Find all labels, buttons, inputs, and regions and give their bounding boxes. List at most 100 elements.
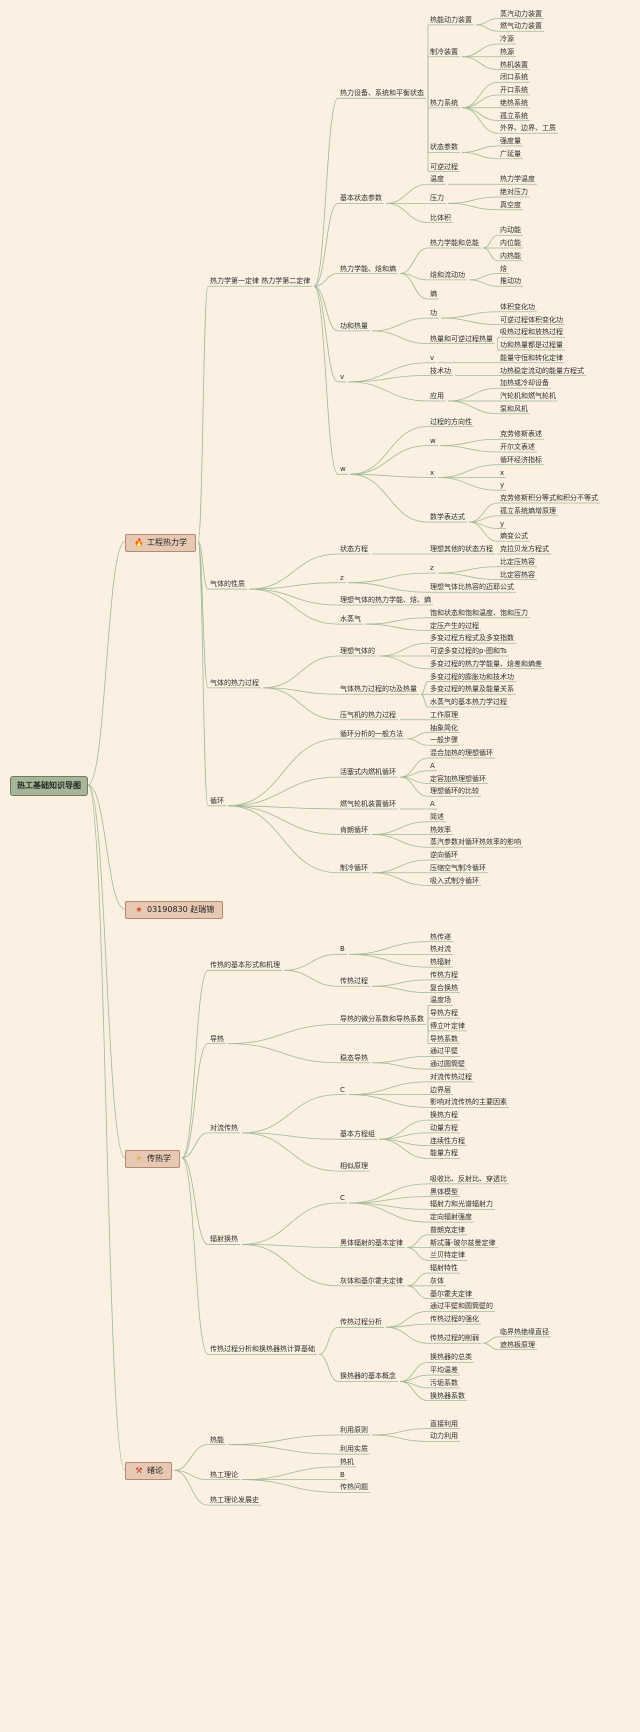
node-main-0-children-0-children-0-children-1-children-0: 冷源 xyxy=(500,35,514,43)
link-main-0-children-0-children-5-children-0 xyxy=(349,426,429,475)
link-main-2-children-4-children-1 xyxy=(318,1353,339,1382)
link-main-0-children-0-children-2-children-0-children-0 xyxy=(482,234,499,249)
link-main-0-children-2-children-0 xyxy=(262,655,339,689)
node-main-0-children-2-children-2-children-0: 工作原理 xyxy=(430,710,458,719)
link-main-0-children-0-children-1-children-2 xyxy=(385,202,429,223)
link-main-3-children-1-children-0 xyxy=(241,1466,339,1481)
link-main-3-children-0 xyxy=(173,1444,209,1471)
link-main-2-children-4-children-0-children-1 xyxy=(385,1323,429,1328)
node-main-2-children-2-children-1: 基本方程组 xyxy=(340,1130,375,1139)
link-main-0-children-1-children-1-children-0 xyxy=(347,572,429,584)
link-main-0-children-1-children-0 xyxy=(248,553,339,590)
node-main-0-children-3: 循环 xyxy=(210,796,224,805)
link-main-0-children-0-children-0-children-2-children-0 xyxy=(461,81,499,109)
node-main-0-children-0-children-5-children-3-children-3: 熵变公式 xyxy=(500,532,528,541)
link-main-2-children-0 xyxy=(181,969,209,1159)
link-main-3-children-0-children-0 xyxy=(227,1434,339,1445)
link-main-0-children-1-children-1-children-1 xyxy=(347,582,429,593)
link-main-2-children-4-children-0-children-2 xyxy=(385,1326,429,1344)
node-main-0-children-0-children-2: 热力学能、焓和熵 xyxy=(340,264,396,273)
node-main-0-children-1: 气体的性质 xyxy=(210,580,245,589)
link-main-0-children-0-children-1-children-1-children-0 xyxy=(447,196,499,204)
sun-icon: ☀ xyxy=(135,1153,143,1163)
link-main-0-children-3-children-0-children-1 xyxy=(406,738,429,746)
link-main-0-children-3-children-4-children-2 xyxy=(371,872,429,886)
main-branch-3[interactable]: ⚒绪论 xyxy=(125,1462,172,1481)
node-main-3-children-0-children-0-children-1: 动力利用 xyxy=(430,1432,458,1441)
link-main-0-children-0-children-0-children-3-children-0 xyxy=(461,145,499,153)
link-main-0-children-0-children-2-children-1-children-0 xyxy=(468,273,499,281)
node-main-2-children-3-children-0-children-3: 定向辐射强度 xyxy=(430,1213,472,1222)
link-main-3-children-0-children-0-children-1 xyxy=(371,1434,429,1442)
link-main-0-children-2-children-0-children-2 xyxy=(378,655,429,670)
link-main-0-children-2-children-1 xyxy=(262,687,339,695)
main-branch-1[interactable]: ★03190830 赵瑞锦 xyxy=(125,901,224,920)
node-main-0-children-0-children-4-children-2-children-0: 加热或冷却设备 xyxy=(500,379,549,388)
node-main-2-children-0-children-1-children-1: 复合换热 xyxy=(430,983,458,992)
node-main-2-children-2: 对流传热 xyxy=(210,1123,238,1132)
node-main-0-children-0-children-4-children-2: 应用 xyxy=(430,392,444,400)
link-main-0-children-2-children-1-children-2 xyxy=(420,693,429,708)
link-main-2-children-2-children-0 xyxy=(241,1094,339,1134)
main-branch-0[interactable]: 🔥工程热力学 xyxy=(125,533,196,552)
link-main-3-children-0-children-0-children-0 xyxy=(371,1428,429,1436)
node-main-0-children-3-children-4-children-0: 逆向循环 xyxy=(430,851,458,859)
node-main-2-children-4-children-1-children-3: 换热器系数 xyxy=(430,1391,465,1400)
link-main-0-children-0-children-3 xyxy=(313,285,339,332)
node-main-0-children-2-children-2: 压气机的热力过程 xyxy=(340,710,396,719)
main-branch-label: 03190830 赵瑞锦 xyxy=(147,905,215,915)
node-main-0-children-0-children-1-children-0-children-0: 热力学温度 xyxy=(500,175,535,184)
link-main-0-children-3-children-4-children-0 xyxy=(371,859,429,874)
link-main-2-children-2 xyxy=(181,1132,209,1159)
node-main-2-children-4-children-0-children-2-children-0: 临界热绝缘直径 xyxy=(500,1327,549,1336)
node-main-2-children-3-children-0: C xyxy=(340,1193,345,1202)
link-main-2-children-3-children-1 xyxy=(241,1244,339,1248)
node-main-0-children-0-children-0-children-2-children-2: 绝热系统 xyxy=(500,98,528,107)
node-main-0-children-0-children-4-children-2-children-2: 泵和风机 xyxy=(500,404,528,413)
link-main-0 xyxy=(87,541,126,786)
link-main-3-children-0-children-1 xyxy=(227,1444,339,1455)
node-main-0-children-0-children-0-children-3-children-1: 广延量 xyxy=(500,149,521,158)
link-main-0-children-0-children-3-children-1-children-0 xyxy=(496,336,499,345)
node-main-0-children-0-children-5-children-0: 过程的方向性 xyxy=(430,417,472,426)
link-main-0-children-0-children-2-children-0-children-2 xyxy=(482,247,499,262)
node-main-3-children-0-children-1: 利用实质 xyxy=(340,1445,368,1454)
node-main-0-children-2-children-0-children-2: 多变过程的热力学能量、焓差和熵差 xyxy=(430,659,542,668)
node-main-0-children-2-children-0-children-1: 可逆多变过程的p-图和Ts xyxy=(430,647,507,655)
node-main-0-children-0-children-2-children-0: 热力学能和总能 xyxy=(430,239,479,247)
link-main-0-children-0-children-3-children-0-children-0 xyxy=(440,311,499,319)
node-main-0-children-1-children-1: z xyxy=(340,573,344,582)
link-main-2-children-0-children-1-children-0 xyxy=(371,979,429,987)
node-main-0-children-3-children-4-children-2: 吸入式制冷循环 xyxy=(430,876,479,885)
node-main-0-children-2-children-1-children-1: 多变过程的热量及能量关系 xyxy=(430,685,514,694)
link-main-0-children-3 xyxy=(197,541,209,807)
link-main-2-children-0-children-1-children-1 xyxy=(371,985,429,993)
node-main-0-children-2-children-0: 理想气体的 xyxy=(340,647,375,655)
link-main-0-children-3-children-4 xyxy=(227,805,339,874)
node-main-0-children-1-children-3-children-1: 定压产生的过程 xyxy=(430,621,479,630)
node-main-0-children-3-children-3: 肯朗循环 xyxy=(340,825,368,834)
link-main-2-children-3-children-2-children-2 xyxy=(406,1285,429,1299)
node-main-2-children-1-children-0-children-2: 傅立叶定律 xyxy=(430,1021,465,1030)
node-main-0-children-0-children-1-children-1-children-0: 绝对压力 xyxy=(500,188,528,196)
link-main-2-children-1-children-1-children-1 xyxy=(371,1062,429,1070)
main-branch-2[interactable]: ☀ 传热学 xyxy=(125,1149,180,1168)
node-main-0-children-0-children-3-children-0: 功 xyxy=(430,309,437,318)
link-main-2-children-2-children-0-children-2 xyxy=(348,1094,429,1108)
node-main-2-children-0-children-0: B xyxy=(340,945,345,954)
node-main-2-children-0-children-0-children-2: 热辐射 xyxy=(430,958,451,967)
node-main-0-children-0-children-1-children-2: 比体积 xyxy=(430,213,451,222)
root-node[interactable]: 热工基础知识导图 xyxy=(10,776,88,796)
main-branch-label: 传热学 xyxy=(147,1153,171,1163)
node-main-0-children-2-children-0-children-0: 多变过程方程式及多变指数 xyxy=(430,634,514,643)
node-main-0-children-1-children-1-children-0-children-0: 比定压热容 xyxy=(500,557,535,566)
link-main-0-children-0-children-4-children-2 xyxy=(347,381,429,402)
node-main-0-children-0-children-5-children-2-children-0: 循环经济指标 xyxy=(500,455,542,464)
link-main-2-children-3-children-0 xyxy=(241,1202,339,1245)
link-main-0-children-3-children-0-children-0 xyxy=(406,732,429,740)
node-main-0-children-3-children-0: 循环分析的一般方法 xyxy=(340,729,403,738)
node-main-0-children-0-children-0-children-0-children-0: 蒸汽动力装置 xyxy=(500,9,542,18)
link-main-0-children-0-children-3-children-0-children-1 xyxy=(440,317,499,325)
link-main-2-children-2-children-0-children-0 xyxy=(348,1081,429,1095)
node-main-2-children-3-children-1: 黑体辐射的基本定律 xyxy=(340,1238,403,1247)
